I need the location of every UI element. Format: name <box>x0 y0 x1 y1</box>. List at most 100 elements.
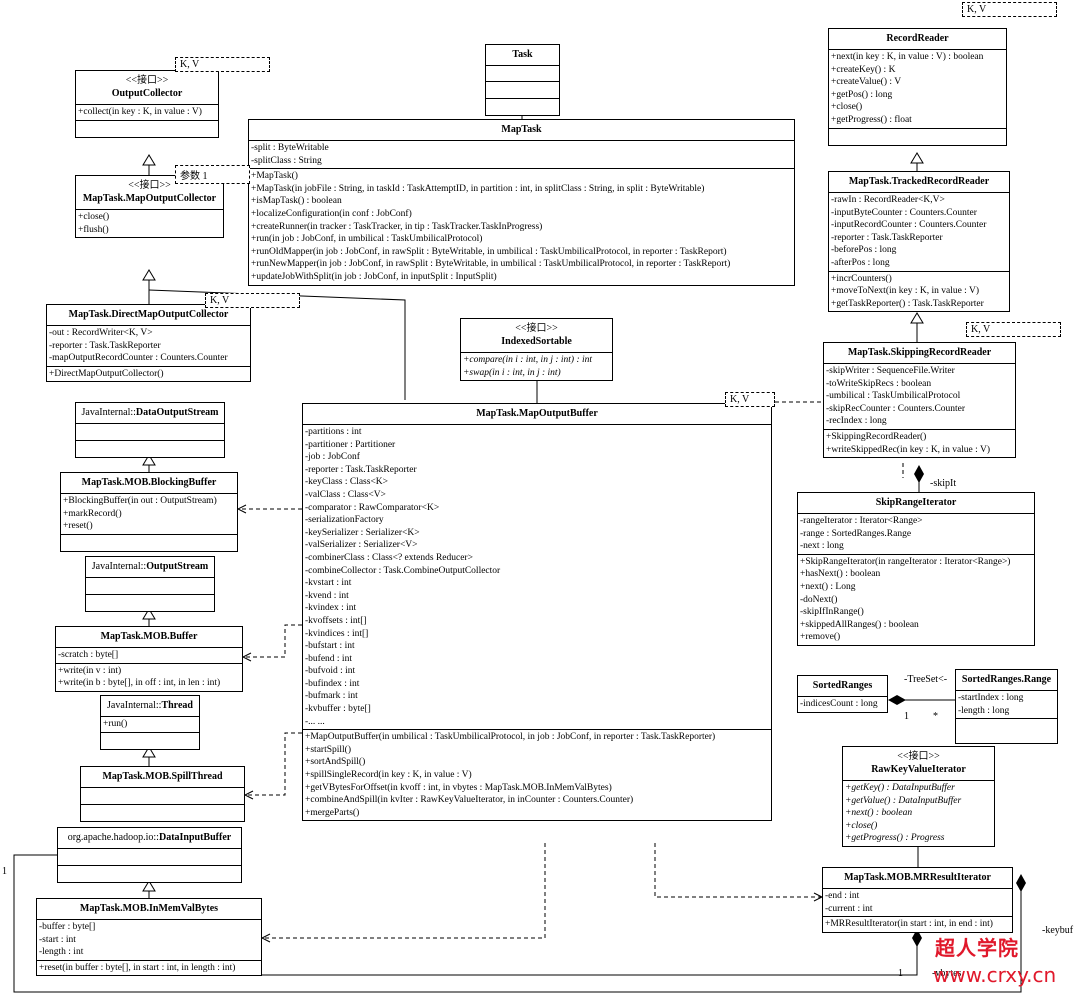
composition-vbytes <box>147 928 918 976</box>
operation: +createKey() : K <box>831 64 896 75</box>
class-box-outputCollector[interactable]: <<接口>>OutputCollector+collect(in key : K… <box>75 70 219 138</box>
attributes-compartment: -split : ByteWritable-splitClass : Strin… <box>249 141 794 170</box>
class-box-mapOutputCollector[interactable]: <<接口>>MapTask.MapOutputCollector+close()… <box>75 175 224 239</box>
class-box-skipRangeIterator[interactable]: SkipRangeIterator -rangeIterator : Iterat… <box>797 492 1035 646</box>
operation: +write(in b : byte[], in off : int, in l… <box>58 678 221 689</box>
attribute: -rawIn : RecordReader<K,V> <box>831 195 945 205</box>
watermark-url: www.crxy.cn <box>933 963 1057 987</box>
attribute: -recIndex : long <box>826 416 887 427</box>
attributes-compartment: -indicesCount : long <box>798 697 887 712</box>
class-title: DataOutputStream <box>135 407 219 418</box>
class-box-skippingRecordReader[interactable]: MapTask.SkippingRecordReader-skipWriter … <box>823 342 1016 459</box>
operation: +getPos() : long <box>831 89 893 100</box>
dependency-spillthread <box>245 732 302 796</box>
class-box-directMapOutputCollector[interactable]: MapTask.DirectMapOutputCollector-out : R… <box>46 304 251 383</box>
operation: -skipIfInRange() <box>800 607 864 618</box>
class-header: MapTask.MOB.SpillThread <box>81 767 244 788</box>
attribute: -bufend : int <box>305 653 352 664</box>
class-box-mobBuffer[interactable]: MapTask.MOB.Buffer-scratch : byte[]+writ… <box>55 626 243 692</box>
operation: +markRecord() <box>63 508 122 519</box>
empty-compartment <box>81 805 244 821</box>
composition-diamond <box>914 465 924 483</box>
class-box-spillThread[interactable]: MapTask.MOB.SpillThread <box>80 766 245 822</box>
class-box-mapOutputBuffer[interactable]: MapTask.MapOutputBuffer-partitions : int… <box>302 403 772 822</box>
composition-diamond <box>1016 874 1026 892</box>
class-header: SortedRanges.Range <box>956 670 1057 691</box>
attribute: -bufvoid : int <box>305 666 356 677</box>
template-parameter: 参数 1 <box>175 165 250 184</box>
operations-compartment: +MRResultIterator(in start : int, in end… <box>823 917 1012 932</box>
operation: +createRunner(in tracker : TaskTracker, … <box>251 221 543 232</box>
generalization-arrowhead <box>142 880 156 892</box>
generalization-arrowhead <box>142 746 156 758</box>
class-box-rawKeyValueIterator[interactable]: <<接口>>RawKeyValueIterator+getKey() : Dat… <box>842 746 995 847</box>
class-header: RecordReader <box>829 29 1006 50</box>
operations-compartment: +compare(in i : int, in j : int) : int+s… <box>461 353 612 380</box>
operation: +run(in job : JobConf, in umbilical : Ta… <box>251 234 483 245</box>
class-box-sortedRangesRange[interactable]: SortedRanges.Range-startIndex : long-len… <box>955 669 1058 745</box>
empty-compartment <box>81 788 244 805</box>
empty-compartment <box>829 129 1006 145</box>
role-label-skipit: -skipIt <box>930 478 957 489</box>
attribute: -indicesCount : long <box>800 699 878 709</box>
dependency-arrowhead <box>243 790 254 800</box>
operation: +next(in key : K, in value : V) : boolea… <box>831 52 984 62</box>
operation: +next() : boolean <box>845 808 913 819</box>
empty-compartment <box>76 424 224 441</box>
empty-compartment <box>86 595 214 611</box>
class-box-mapTask[interactable]: MapTask -split : ByteWritable-splitClass … <box>248 119 795 286</box>
attributes-compartment: -startIndex : long-length : long <box>956 691 1057 720</box>
operation: +getVBytesForOffset(in kvoff : int, in v… <box>305 782 612 793</box>
class-box-task[interactable]: Task <box>485 44 560 116</box>
operation: +startSpill() <box>305 744 351 755</box>
attributes-compartment: -rangeIterator : Iterator<Range>-range :… <box>798 514 1034 555</box>
operation: +reset(in buffer : byte[], in start : in… <box>39 962 236 973</box>
class-box-thread[interactable]: JavaInternal::Thread+run() <box>100 695 200 750</box>
dependency-arrowhead <box>236 504 247 514</box>
operations-compartment: +close()+flush() <box>76 210 223 237</box>
operation: +reset() <box>63 521 93 532</box>
attribute: -skipWriter : SequenceFile.Writer <box>826 366 955 376</box>
operation: +isMapTask() : boolean <box>251 196 342 207</box>
attribute: -keyClass : Class<K> <box>305 477 389 488</box>
class-name: MapTask.DirectMapOutputCollector <box>68 309 229 320</box>
attributes-compartment: -end : int-current : int <box>823 889 1012 918</box>
operations-compartment: +SkipRangeIterator(in rangeIterator : It… <box>798 555 1034 645</box>
generalization-arrowhead <box>142 269 156 281</box>
class-box-sortedRanges[interactable]: SortedRanges-indicesCount : long <box>797 675 888 713</box>
operation: +getValue() : DataInputBuffer <box>845 795 962 806</box>
class-name: MapTask.MOB.Buffer <box>100 631 198 642</box>
attribute: -toWriteSkipRecs : boolean <box>826 378 932 389</box>
class-box-recordReader[interactable]: RecordReader +next(in key : K, in value :… <box>828 28 1007 146</box>
class-name: OutputCollector <box>111 88 183 99</box>
class-header: MapTask.TrackedRecordReader <box>829 172 1009 193</box>
class-box-inMemValBytes[interactable]: MapTask.MOB.InMemValBytes-buffer : byte[… <box>36 898 262 977</box>
class-box-trackedRecordReader[interactable]: MapTask.TrackedRecordReader -rawIn : Reco… <box>828 171 1010 313</box>
composition-diamond <box>888 695 906 705</box>
generalization-arrowhead <box>910 312 924 324</box>
generalization-arrowhead <box>142 608 156 620</box>
class-box-dataOutputStream[interactable]: JavaInternal::DataOutputStream <box>75 402 225 458</box>
operation: +run() <box>103 719 128 729</box>
class-name: JavaInternal::OutputStream <box>88 560 212 573</box>
class-name: MapTask <box>501 124 542 135</box>
class-box-dataInputBuffer[interactable]: org.apache.hadoop.io::DataInputBuffer <box>57 827 242 883</box>
operation: +SkippingRecordReader() <box>826 431 927 442</box>
class-header: MapTask.MOB.MRResultIterator <box>823 868 1012 889</box>
class-header: MapTask.MapOutputBuffer <box>303 404 771 425</box>
class-box-indexedSortable[interactable]: <<接口>>IndexedSortable+compare(in i : int… <box>460 318 613 382</box>
class-box-blockingBuffer[interactable]: MapTask.MOB.BlockingBuffer+BlockingBuffe… <box>60 472 238 552</box>
class-box-mrResultIterator[interactable]: MapTask.MOB.MRResultIterator-end : int-c… <box>822 867 1013 933</box>
operation: +MapTask() <box>251 171 298 182</box>
operation: +MapOutputBuffer(in umbilical : TaskUmbi… <box>305 732 716 743</box>
role-label-treeset: -TreeSet<- <box>904 674 948 685</box>
attributes-compartment: -partitions : int-partitioner : Partitio… <box>303 425 771 731</box>
class-box-outputStream[interactable]: JavaInternal::OutputStream <box>85 556 215 612</box>
attribute: -serializationFactory <box>305 515 384 526</box>
generalization-arrowhead <box>910 152 924 164</box>
operation: +MRResultIterator(in start : int, in end… <box>825 919 993 930</box>
class-name: SkipRangeIterator <box>875 497 957 508</box>
class-header: Task <box>486 45 559 66</box>
dependency-mobbuffer <box>243 624 302 658</box>
class-header: <<接口>>RawKeyValueIterator <box>843 747 994 781</box>
